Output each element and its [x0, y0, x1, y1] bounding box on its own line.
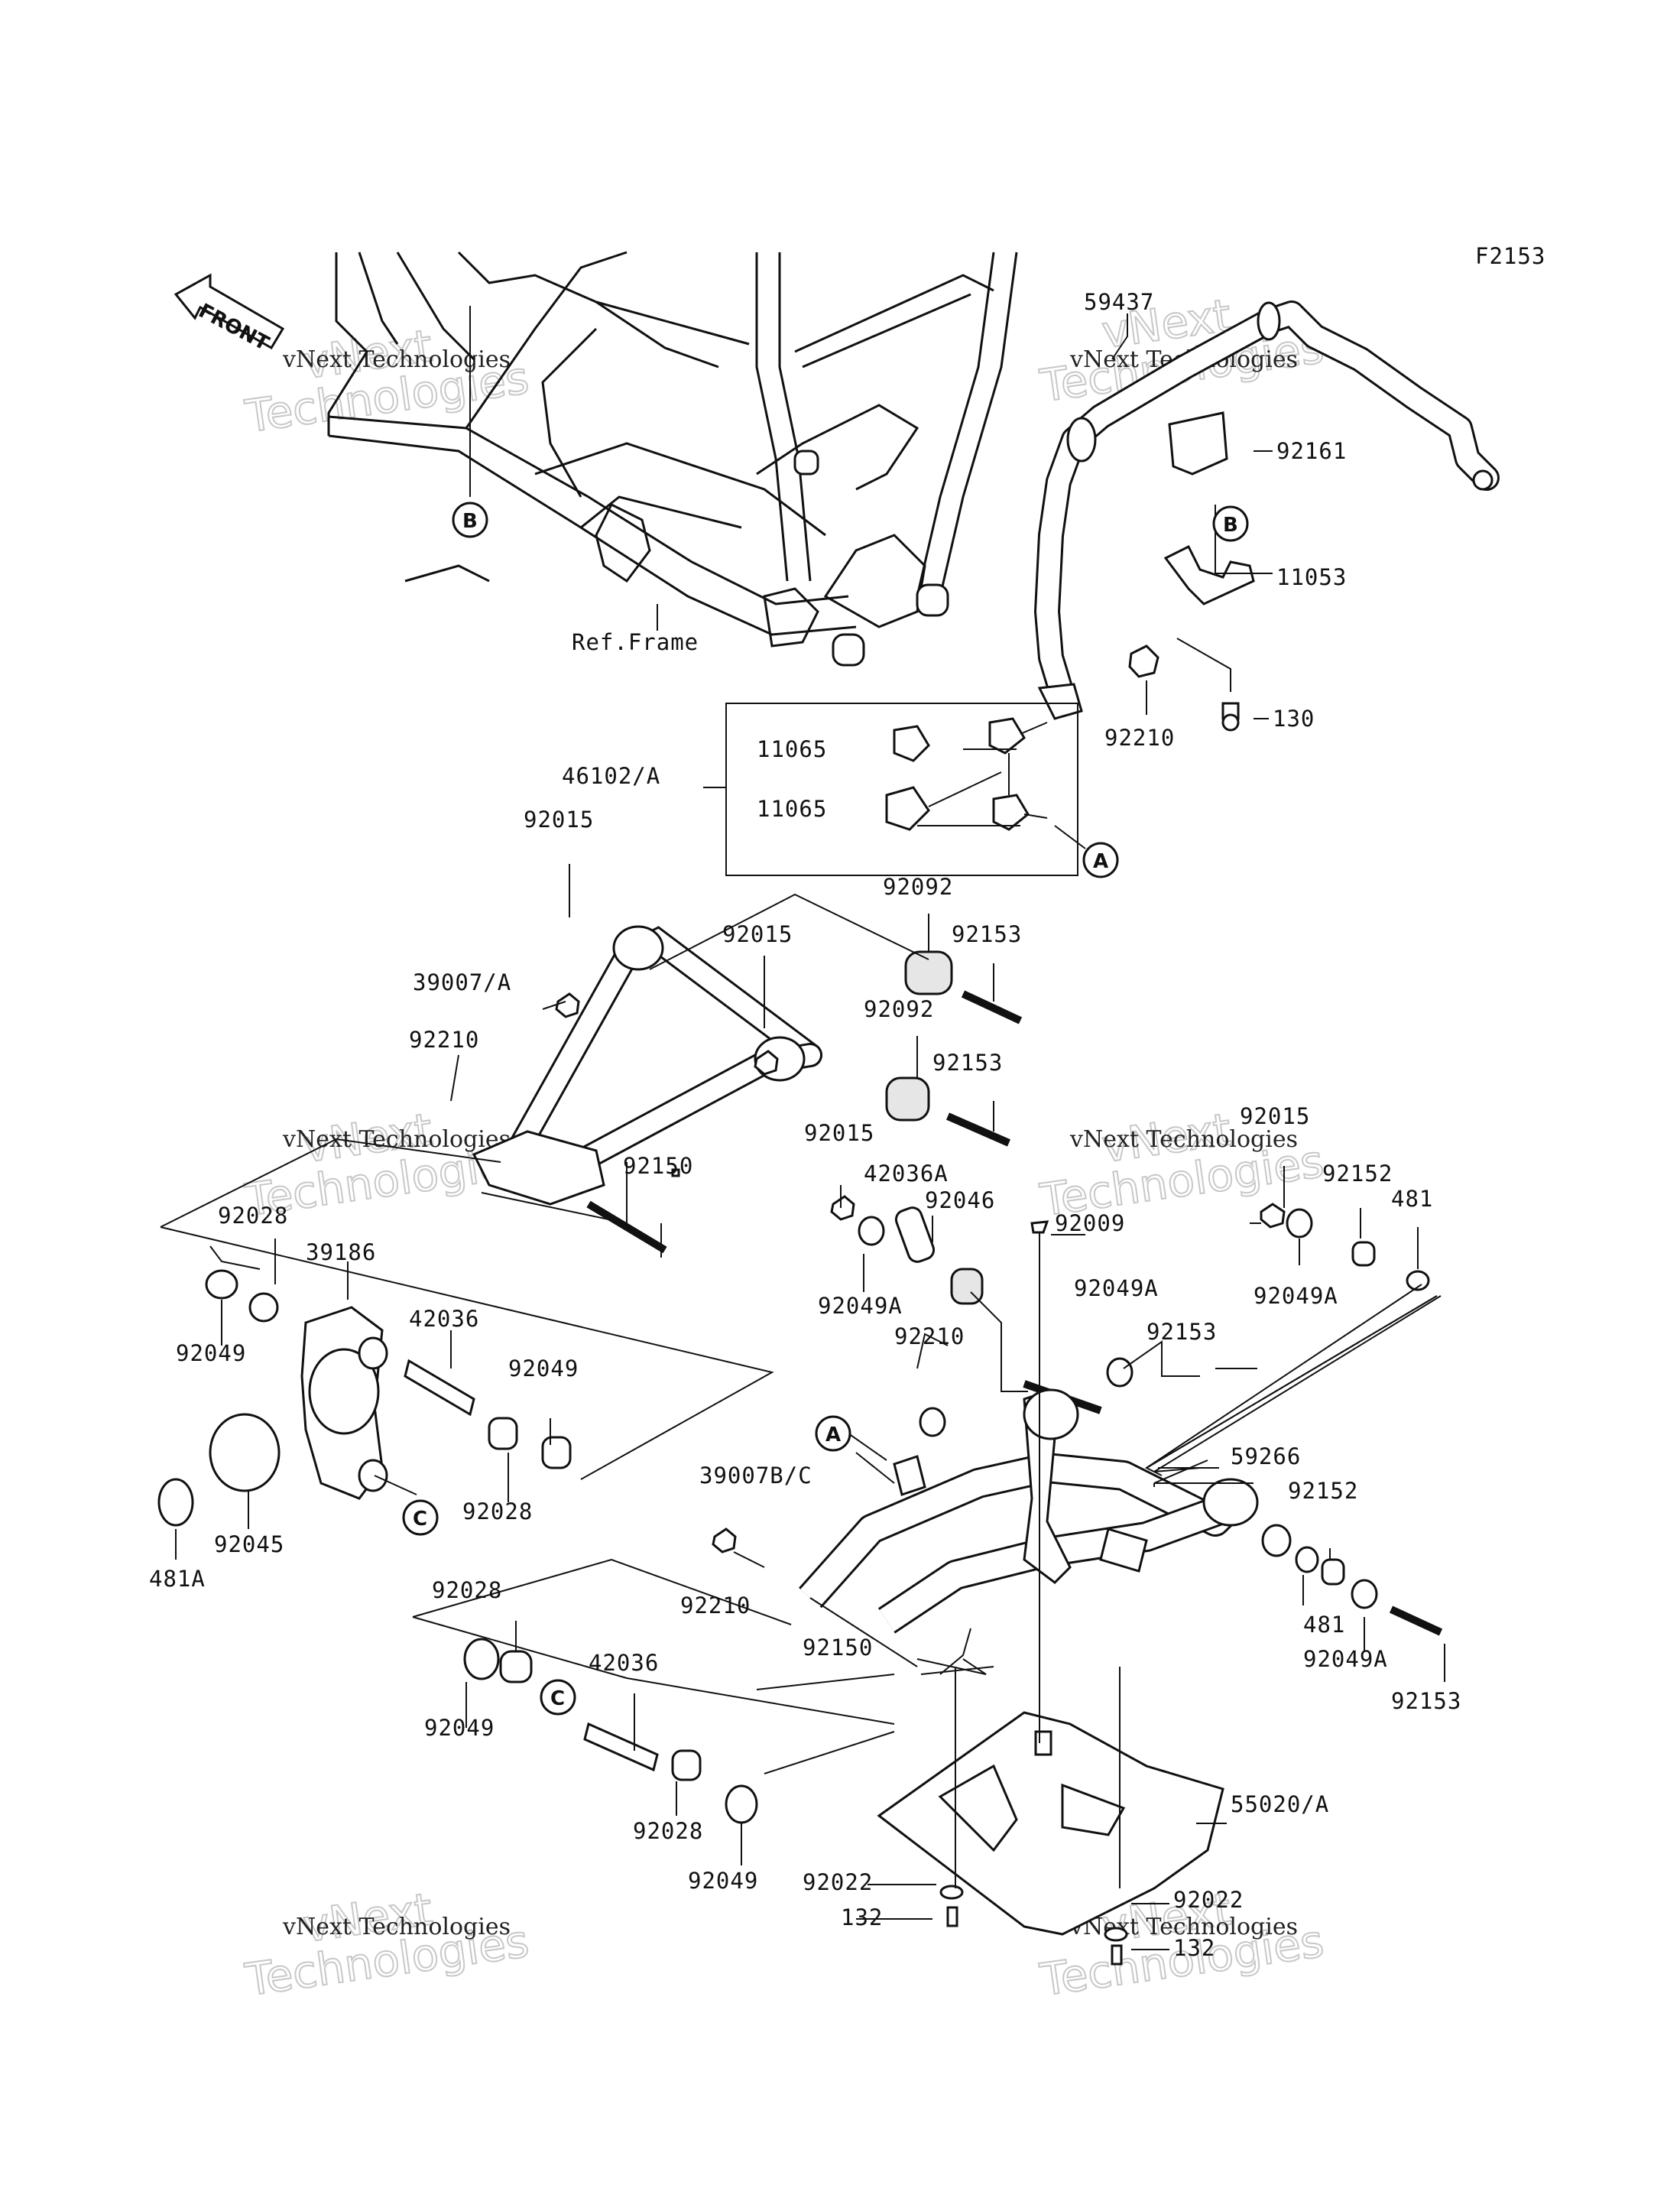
label-part: 132 — [1173, 1935, 1215, 1961]
svg-text:A: A — [825, 1424, 841, 1446]
label-part: 92049 — [688, 1868, 758, 1894]
label-part: 92153 — [1391, 1688, 1461, 1714]
label-part: 481 — [1303, 1612, 1345, 1638]
skid-plate-55020a — [877, 1711, 1224, 1936]
figure-code: F2153 — [1475, 243, 1545, 269]
label-part: 92049 — [508, 1355, 579, 1381]
label-part: 92153 — [1146, 1319, 1217, 1345]
label-part: 92152 — [1322, 1161, 1393, 1187]
label-part: 92092 — [864, 996, 934, 1022]
watermark-small: vNext Technologies — [282, 346, 511, 373]
label-part: 55020/A — [1231, 1791, 1329, 1817]
bushing-92161 — [1168, 411, 1228, 476]
callout-a-joint: A — [1082, 842, 1119, 878]
label-part: 92049A — [1074, 1275, 1159, 1301]
label-part: 42036 — [589, 1650, 659, 1676]
label-part: 59437 — [1084, 289, 1154, 315]
frame-illustration — [327, 251, 1018, 667]
stabilizer-bar — [1034, 300, 1500, 720]
svg-text:C: C — [413, 1508, 427, 1531]
label-part: 92049A — [1303, 1646, 1388, 1672]
label-part: 92015 — [804, 1120, 874, 1146]
nut-92210 — [1128, 644, 1159, 678]
svg-text:B: B — [462, 510, 478, 533]
label-part: 481 — [1391, 1186, 1433, 1212]
callout-c-lower: C — [540, 1679, 576, 1716]
label-part: 92045 — [214, 1531, 284, 1557]
label-part: 481A — [149, 1566, 206, 1592]
label-part: 92022 — [803, 1869, 873, 1895]
label-part: 92049 — [424, 1715, 495, 1741]
label-part: 92049A — [1254, 1283, 1338, 1309]
label-part: 92161 — [1276, 438, 1347, 464]
svg-text:C: C — [550, 1687, 565, 1710]
label-part: 11065 — [757, 736, 827, 762]
label-part: 39007B/C — [699, 1463, 812, 1489]
label-part: 92015 — [722, 921, 793, 947]
label-ref-frame: Ref.Frame — [572, 629, 699, 655]
label-part: 92152 — [1288, 1478, 1358, 1504]
label-part: 92046 — [925, 1187, 995, 1213]
svg-text:A: A — [1093, 850, 1108, 873]
label-part: 92015 — [1240, 1103, 1310, 1129]
label-part: 92015 — [524, 807, 594, 833]
label-part: 92028 — [432, 1577, 502, 1603]
bolt-130 — [1221, 702, 1240, 732]
label-part: 39186 — [306, 1239, 376, 1265]
callout-a-arm: A — [815, 1415, 851, 1452]
label-part: 130 — [1273, 706, 1315, 732]
label-part: 92210 — [894, 1323, 965, 1349]
label-part: 92210 — [680, 1592, 751, 1618]
label-part: 92049 — [176, 1340, 246, 1366]
part-labels: Ref.Frame 59437 92161 11053 130 92210 11… — [149, 289, 1461, 1961]
label-part: 92153 — [932, 1050, 1003, 1076]
label-part: 42036 — [409, 1306, 479, 1332]
label-part: 92009 — [1055, 1210, 1125, 1236]
label-part: 92153 — [952, 921, 1022, 947]
label-part: 92150 — [803, 1635, 873, 1661]
front-arrow-icon: FRONT — [174, 273, 285, 356]
label-part: 92210 — [1104, 725, 1175, 751]
joint-46102a — [725, 703, 1078, 876]
label-part: 11053 — [1276, 564, 1347, 590]
label-part: 42036A — [864, 1161, 949, 1187]
label-part: 92150 — [623, 1153, 693, 1179]
label-part: 92049A — [818, 1293, 903, 1319]
label-part: 39007/A — [413, 969, 511, 995]
upper-arm-39007a — [472, 925, 1102, 1414]
watermark-small: vNext Technologies — [282, 1126, 511, 1153]
watermark-small: vNext Technologies — [282, 1914, 511, 1940]
bracket-11053 — [1163, 544, 1255, 606]
leader-lines — [160, 306, 1445, 1950]
label-part: 92028 — [218, 1203, 288, 1229]
lower-arm-39007bc — [799, 1388, 1259, 1634]
label-part: 92092 — [883, 874, 953, 900]
watermark-small: vNext Technologies — [1069, 1126, 1298, 1153]
label-part: 11065 — [757, 796, 827, 822]
svg-text:B: B — [1223, 514, 1238, 537]
knuckle-39186 — [157, 1269, 572, 1527]
callout-c-knuckle: C — [402, 1499, 439, 1536]
label-part: 59266 — [1231, 1443, 1301, 1469]
callout-b-right: B — [1212, 505, 1249, 542]
label-part: 46102/A — [562, 763, 660, 789]
callout-b-top: B — [452, 502, 488, 538]
label-part: 92028 — [462, 1498, 533, 1524]
label-part: 132 — [841, 1904, 883, 1930]
label-part: 92022 — [1173, 1887, 1244, 1913]
label-part: 92210 — [409, 1027, 479, 1053]
label-part: 92028 — [633, 1818, 703, 1844]
